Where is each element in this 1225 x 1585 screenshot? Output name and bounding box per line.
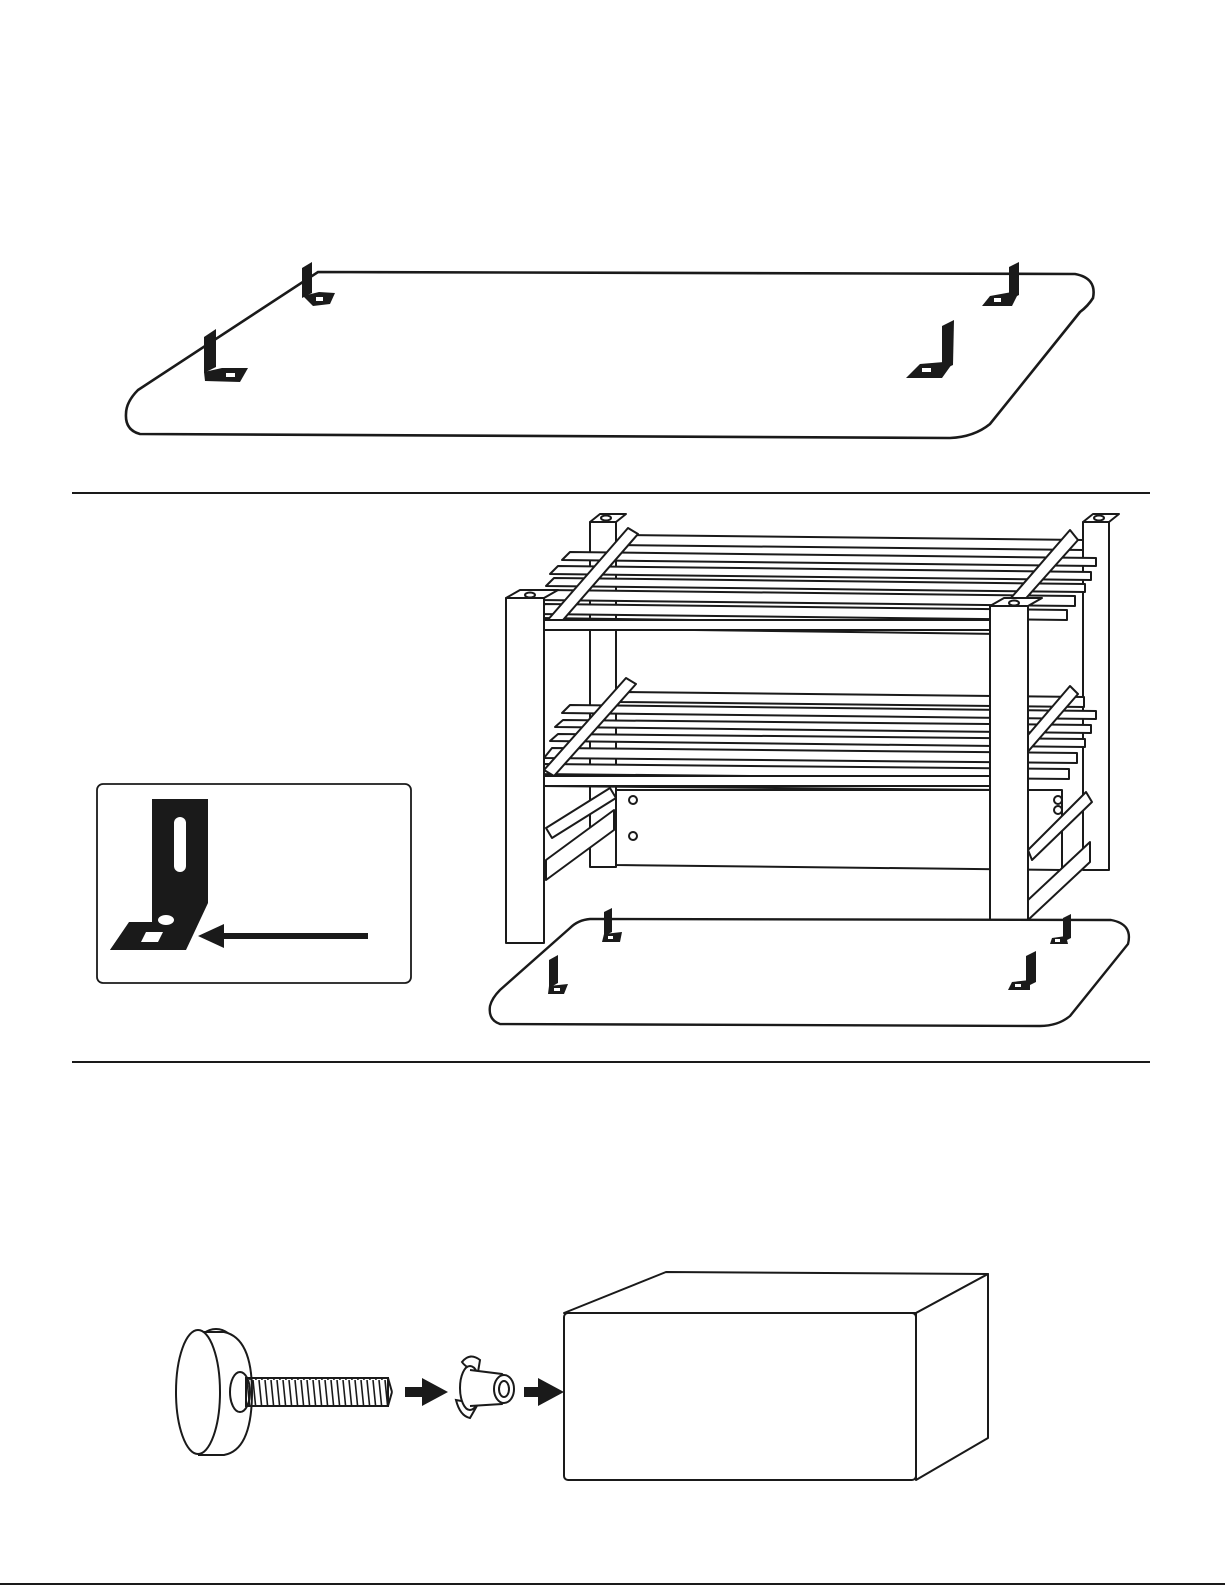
step1-panel	[126, 262, 1094, 438]
bracket-hole	[158, 915, 174, 925]
bracket-slot	[174, 817, 186, 872]
front-left-post	[506, 598, 544, 943]
wooden-block-icon	[564, 1272, 988, 1480]
leveling-foot-icon	[176, 1329, 392, 1455]
arrow-icon	[524, 1378, 564, 1406]
bracket-detail-callout	[97, 784, 411, 983]
tee-nut-icon	[456, 1356, 514, 1418]
shelf-frame	[506, 514, 1119, 951]
front-right-post	[990, 606, 1028, 951]
step2-board	[490, 908, 1129, 1026]
arrow-icon	[405, 1378, 448, 1406]
